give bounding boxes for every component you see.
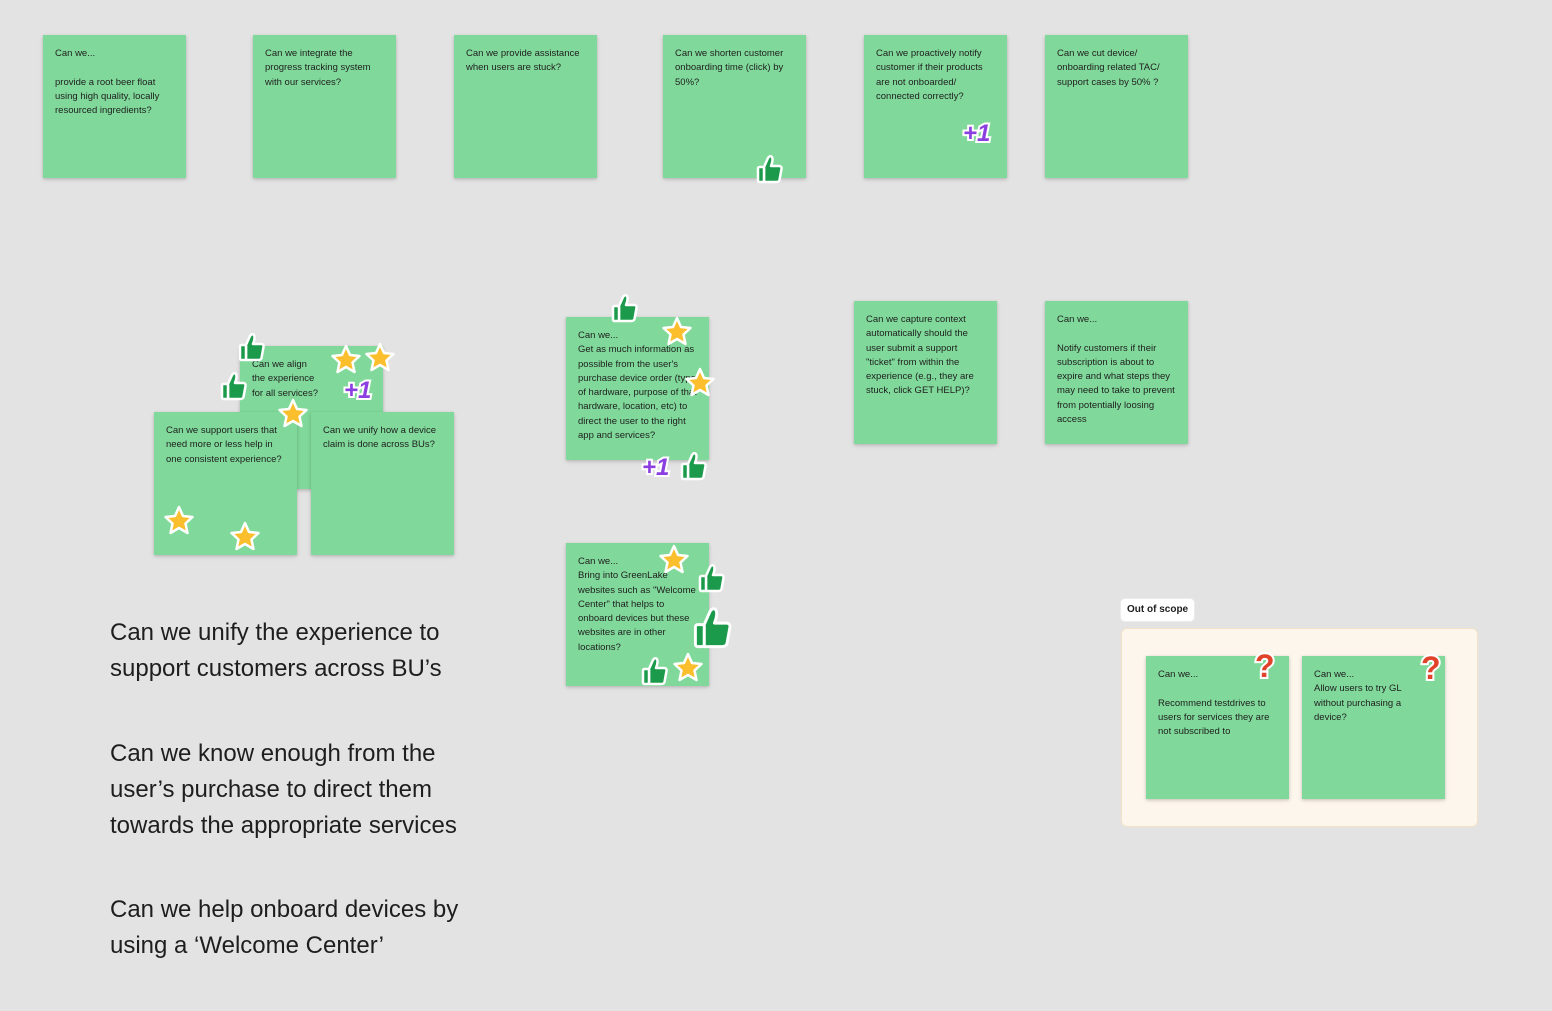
sticky-note[interactable]: Can we... Allow users to try GL without … <box>1302 656 1445 799</box>
sticky-text: Can we integrate the progress tracking s… <box>265 48 371 88</box>
thumbs-up-icon[interactable] <box>220 371 248 402</box>
sticky-text: Can we support users that need more or l… <box>166 425 282 465</box>
thumbs-up-icon[interactable] <box>698 563 726 594</box>
sticky-text: Can we unify how a device claim is done … <box>323 425 437 451</box>
thumbs-up-icon[interactable] <box>756 154 784 185</box>
sticky-text: Can we... Bring into GreenLake websites … <box>578 556 696 653</box>
thumbs-up-icon[interactable] <box>680 451 708 482</box>
sticky-note[interactable]: Can we... Notify customers if their subs… <box>1045 301 1188 444</box>
heading-text: Can we help onboard devices by using a ‘… <box>110 896 459 959</box>
sticky-note[interactable]: Can we capture context automatically sho… <box>854 301 997 444</box>
sticky-note[interactable]: Can we support users that need more or l… <box>154 412 297 555</box>
sticky-text: Can we... Notify customers if their subs… <box>1057 314 1175 426</box>
sticky-text: Can we provide assistance when users are… <box>466 48 580 74</box>
sticky-text: Can we... Allow users to try GL without … <box>1314 669 1402 723</box>
star-icon[interactable] <box>229 521 261 552</box>
sticky-note[interactable]: Can we proactively notify customer if th… <box>864 35 1007 178</box>
sticky-text: Can we... provide a root beer float usin… <box>55 48 160 117</box>
heading-text: Can we know enough from the user’s purch… <box>110 740 457 839</box>
section-label[interactable]: Out of scope <box>1121 599 1195 621</box>
sticky-note[interactable]: Can we shorten customer onboarding time … <box>663 35 806 178</box>
sticky-text: Can we proactively notify customer if th… <box>876 48 983 102</box>
star-icon[interactable] <box>364 342 396 373</box>
sticky-note[interactable]: Can we integrate the progress tracking s… <box>253 35 396 178</box>
star-icon[interactable] <box>658 544 690 575</box>
star-icon[interactable] <box>163 505 195 536</box>
plus-one-icon[interactable]: +1 <box>640 452 673 483</box>
question-mark-icon[interactable]: ? <box>1253 646 1281 686</box>
plus-one-label: +1 <box>344 377 371 404</box>
star-icon[interactable] <box>684 367 716 398</box>
thumbs-up-icon[interactable] <box>692 607 734 651</box>
plus-one-label: +1 <box>642 454 669 481</box>
sticky-note[interactable]: Can we cut device/ onboarding related TA… <box>1045 35 1188 178</box>
sticky-text: Can we cut device/ onboarding related TA… <box>1057 48 1160 88</box>
star-icon[interactable] <box>661 316 693 347</box>
sticky-text: Can we... Recommend testdrives to users … <box>1158 669 1270 738</box>
star-icon[interactable] <box>277 398 309 429</box>
sticky-note[interactable]: Can we... provide a root beer float usin… <box>43 35 186 178</box>
question-label: ? <box>1255 648 1275 684</box>
plus-one-label: +1 <box>963 120 990 147</box>
sticky-note[interactable]: Can we... Recommend testdrives to users … <box>1146 656 1289 799</box>
star-icon[interactable] <box>330 344 362 375</box>
sticky-text: Can we capture context automatically sho… <box>866 314 974 397</box>
thumbs-up-icon[interactable] <box>641 656 669 687</box>
plus-one-icon[interactable]: +1 <box>961 118 994 149</box>
sticky-note[interactable]: Can we provide assistance when users are… <box>454 35 597 178</box>
plus-one-icon[interactable]: +1 <box>342 375 375 406</box>
question-label: ? <box>1421 650 1441 686</box>
sticky-text: Can we... Get as much information as pos… <box>578 330 697 442</box>
question-mark-icon[interactable]: ? <box>1419 648 1447 688</box>
sticky-text: Can we align the experience for all serv… <box>252 359 318 399</box>
thumbs-up-icon[interactable] <box>611 293 639 324</box>
star-icon[interactable] <box>672 652 704 683</box>
sticky-text: Can we shorten customer onboarding time … <box>675 48 784 88</box>
heading-text: Can we unify the experience to support c… <box>110 619 442 682</box>
thumbs-up-icon[interactable] <box>238 332 266 363</box>
sticky-note[interactable]: Can we unify how a device claim is done … <box>311 412 454 555</box>
